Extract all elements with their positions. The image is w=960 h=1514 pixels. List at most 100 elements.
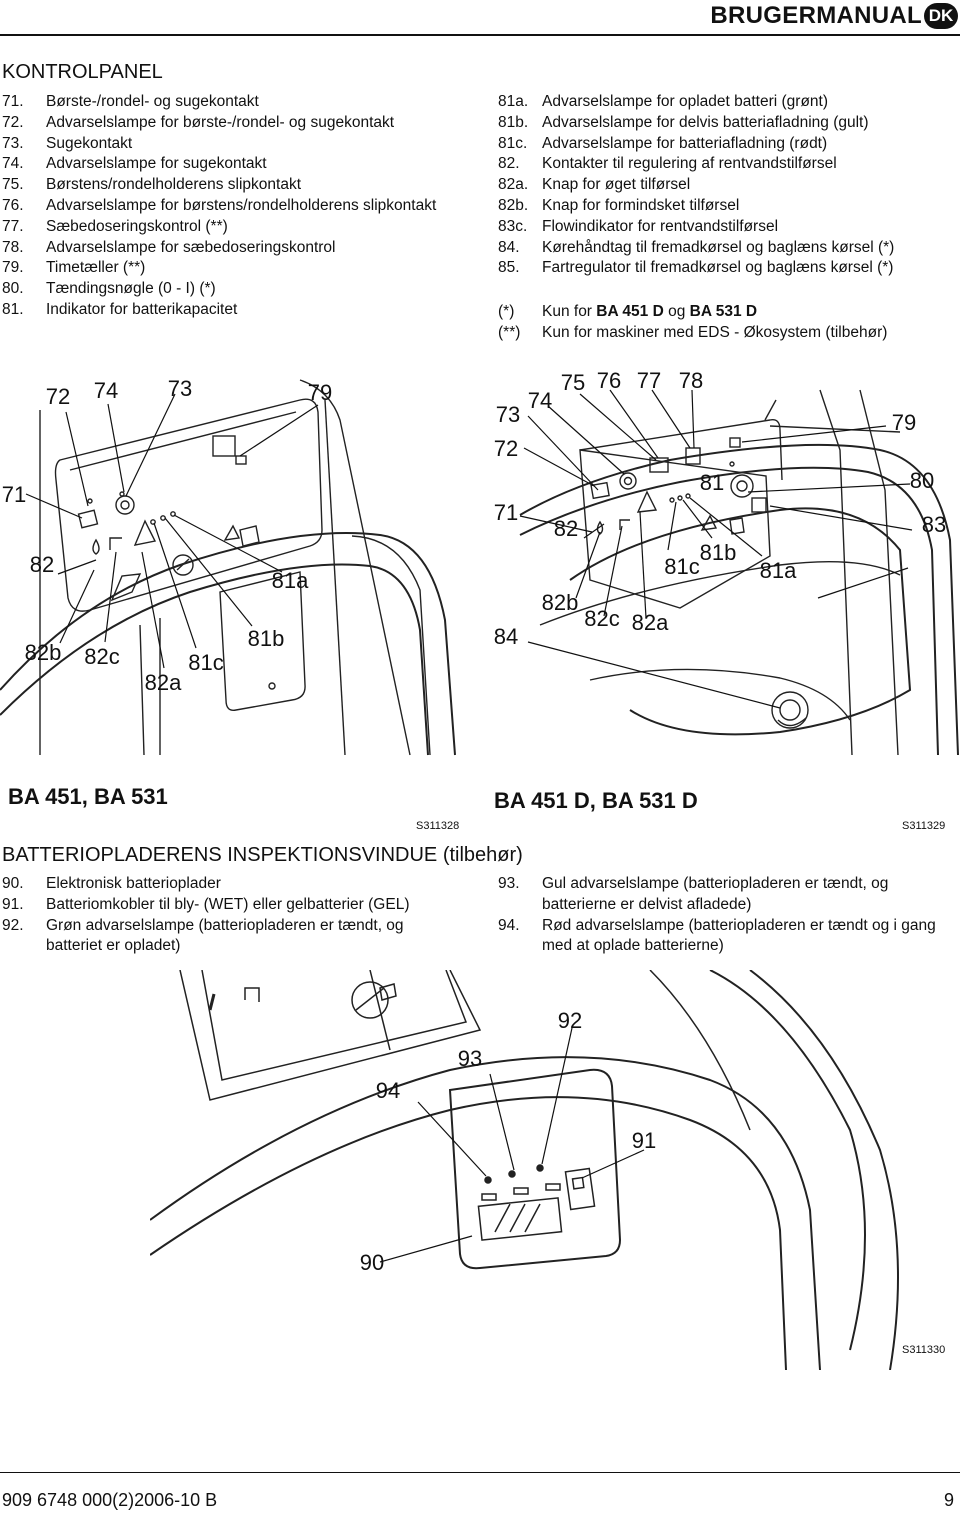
list-item: 81a. Advarselslampe for opladet batteri (… [498, 92, 948, 113]
figure2-code: S311329 [902, 820, 946, 832]
item-number: 79. [2, 259, 24, 277]
item-number: 92. [2, 916, 24, 934]
item-text: Rød advarselslampe (batteriopladeren er … [542, 916, 936, 955]
list-item: 82b.Knap for formindsket tilførsel [498, 196, 948, 217]
figure-control-panel-ba451d: 75 76 77 78 73 74 72 79 81 80 71 82 83 8… [494, 368, 959, 756]
figure3-code: S311330 [902, 1344, 946, 1356]
figure2-caption: BA 451 D, BA 531 D [494, 788, 698, 813]
footer-rule [0, 1472, 960, 1473]
language-badge: DK [924, 3, 958, 29]
fig2-label-81b: 81b [700, 540, 737, 565]
item-text: Advarselslampe for sæbedoseringskontrol [46, 238, 336, 256]
fig1-label-81b: 81b [248, 626, 285, 651]
section-title-kontrolpanel: KONTROLPANEL [2, 61, 163, 83]
list-item: 72.Advarselslampe for børste-/rondel- og… [2, 113, 447, 134]
list-item: 74. Advarselslampe for sugekontakt [2, 154, 447, 175]
note-star: (*) Kun for BA 451 D og BA 531 D [498, 303, 758, 320]
item-number: 90. [2, 875, 24, 892]
fig2-label-81c: 81c [664, 554, 699, 579]
fig1-label-82a: 82a [145, 670, 182, 695]
section-title-charger: BATTERIOPLADERENS INSPEKTIONSVINDUE (til… [2, 844, 523, 866]
fig2-label-82a: 82a [632, 610, 669, 635]
fig1-label-74: 74 [94, 378, 118, 403]
charger-list-right: 93.Gul advarselslampe (batteriopladeren … [498, 874, 948, 957]
fig2-label-82c: 82c [584, 606, 619, 631]
item-number: 73. [2, 134, 24, 152]
header-rule [0, 34, 960, 36]
fig1-label-82: 82 [30, 552, 54, 577]
item-number: 74. [2, 155, 24, 173]
item-text: Sæbedoseringskontrol (**) [46, 217, 228, 235]
fig1-label-73: 73 [168, 376, 192, 401]
fig2-label-84: 84 [494, 624, 518, 649]
item-number: 84. [498, 238, 520, 256]
fig3-label-93: 93 [458, 1046, 482, 1071]
page-number: 9 [943, 1490, 954, 1510]
item-text: Fartregulator til fremadkørsel og baglæn… [542, 259, 894, 277]
item-text: Batteriomkobler til bly- (WET) eller gel… [46, 895, 410, 913]
item-text: Advarselslampe for opladet batteri (grøn… [542, 93, 829, 110]
fig2-label-78: 78 [679, 368, 703, 393]
item-number: 94. [498, 916, 520, 934]
item-text: Advarselslampe for batteriafladning (rød… [542, 134, 828, 152]
list-item: 82a. Knap for øget tilførsel [498, 175, 948, 196]
figure-charger-window: 92 93 94 91 90 [150, 970, 899, 1370]
item-number: 91. [2, 895, 24, 913]
list-item: 81.Indikator for batterikapacitet [2, 300, 447, 321]
list-item: 90.Elektronisk batterioplader [2, 874, 462, 895]
list-item: 77.Sæbedoseringskontrol (**) [2, 217, 447, 238]
figure1-code: S311328 [416, 820, 460, 832]
item-text: Kontakter til regulering af rentvandstil… [542, 155, 837, 173]
list-item: 76.Advarselslampe for børstens/rondelhol… [2, 196, 447, 217]
fig3-label-92: 92 [558, 1008, 582, 1033]
item-text: Advarselslampe for sugekontakt [46, 155, 267, 173]
item-text: Gul advarselslampe (batteriopladeren er … [542, 875, 889, 913]
fig2-label-74: 74 [528, 388, 552, 413]
list-item: 75.Børstens/rondelholderens slipkontakt [2, 175, 447, 196]
item-text: Advarselslampe for delvis batteriafladni… [542, 113, 869, 131]
item-number: 71. [2, 93, 24, 110]
fig2-label-72: 72 [494, 436, 518, 461]
list-item: 82. Kontakter til regulering af rentvands… [498, 154, 948, 175]
item-text: Børstens/rondelholderens slipkontakt [46, 176, 302, 194]
list-item: 83c.Flowindikator for rentvandstilførsel [498, 217, 948, 238]
item-number: 83c. [498, 217, 528, 235]
item-text: Kørehåndtag til fremadkørsel og baglæns … [542, 238, 895, 256]
item-number: 81a. [498, 93, 529, 110]
note-double-star: (**) Kun for maskiner med EDS - Økosyste… [498, 323, 888, 341]
fig2-label-73: 73 [496, 402, 520, 427]
item-number: 82. [498, 155, 520, 173]
list-item: 80. Tændingsnøgle (0 - I) (*) [2, 279, 447, 300]
item-text: Knap for øget tilførsel [542, 176, 691, 194]
fig1-label-79: 79 [308, 380, 332, 405]
list-item: 91. Batteriomkobler til bly- (WET) eller … [2, 895, 462, 916]
figure1-caption: BA 451, BA 531 [8, 784, 168, 809]
list-item: 85.Fartregulator til fremadkørsel og bag… [498, 258, 948, 279]
fig2-label-83: 83 [922, 512, 946, 537]
item-number: 72. [2, 113, 24, 131]
list-item: 93.Gul advarselslampe (batteriopladeren … [498, 874, 948, 916]
item-text: Timetæller (**) [46, 259, 146, 277]
item-text: Indikator for batterikapacitet [46, 300, 238, 318]
fig2-label-79: 79 [892, 410, 916, 435]
item-number: 76. [2, 196, 24, 214]
item-number: 80. [2, 280, 24, 298]
item-number: 81c. [498, 134, 528, 152]
fig2-label-71: 71 [494, 500, 518, 525]
list-item: 79. Timetæller (**) [2, 258, 447, 279]
fig2-label-80: 80 [910, 468, 934, 493]
kontrolpanel-list-right: 81a. Advarselslampe for opladet batteri (… [498, 92, 948, 279]
fig1-label-82c: 82c [84, 644, 119, 669]
list-item: 94. Rød advarselslampe (batteriopladeren … [498, 916, 948, 958]
item-text: Grøn advarselslampe (batteriopladeren er… [46, 916, 404, 955]
item-number: 82a. [498, 176, 529, 194]
item-text: Tændingsnøgle (0 - I) (*) [46, 280, 216, 298]
list-item: 81b. Advarselslampe for delvis batteriafl… [498, 113, 948, 134]
item-text: Knap for formindsket tilførsel [542, 196, 740, 214]
fig1-label-81c: 81c [188, 650, 223, 675]
item-number: 81b. [498, 113, 529, 131]
fig2-label-81: 81 [700, 470, 724, 495]
fig3-label-94: 94 [376, 1078, 400, 1103]
